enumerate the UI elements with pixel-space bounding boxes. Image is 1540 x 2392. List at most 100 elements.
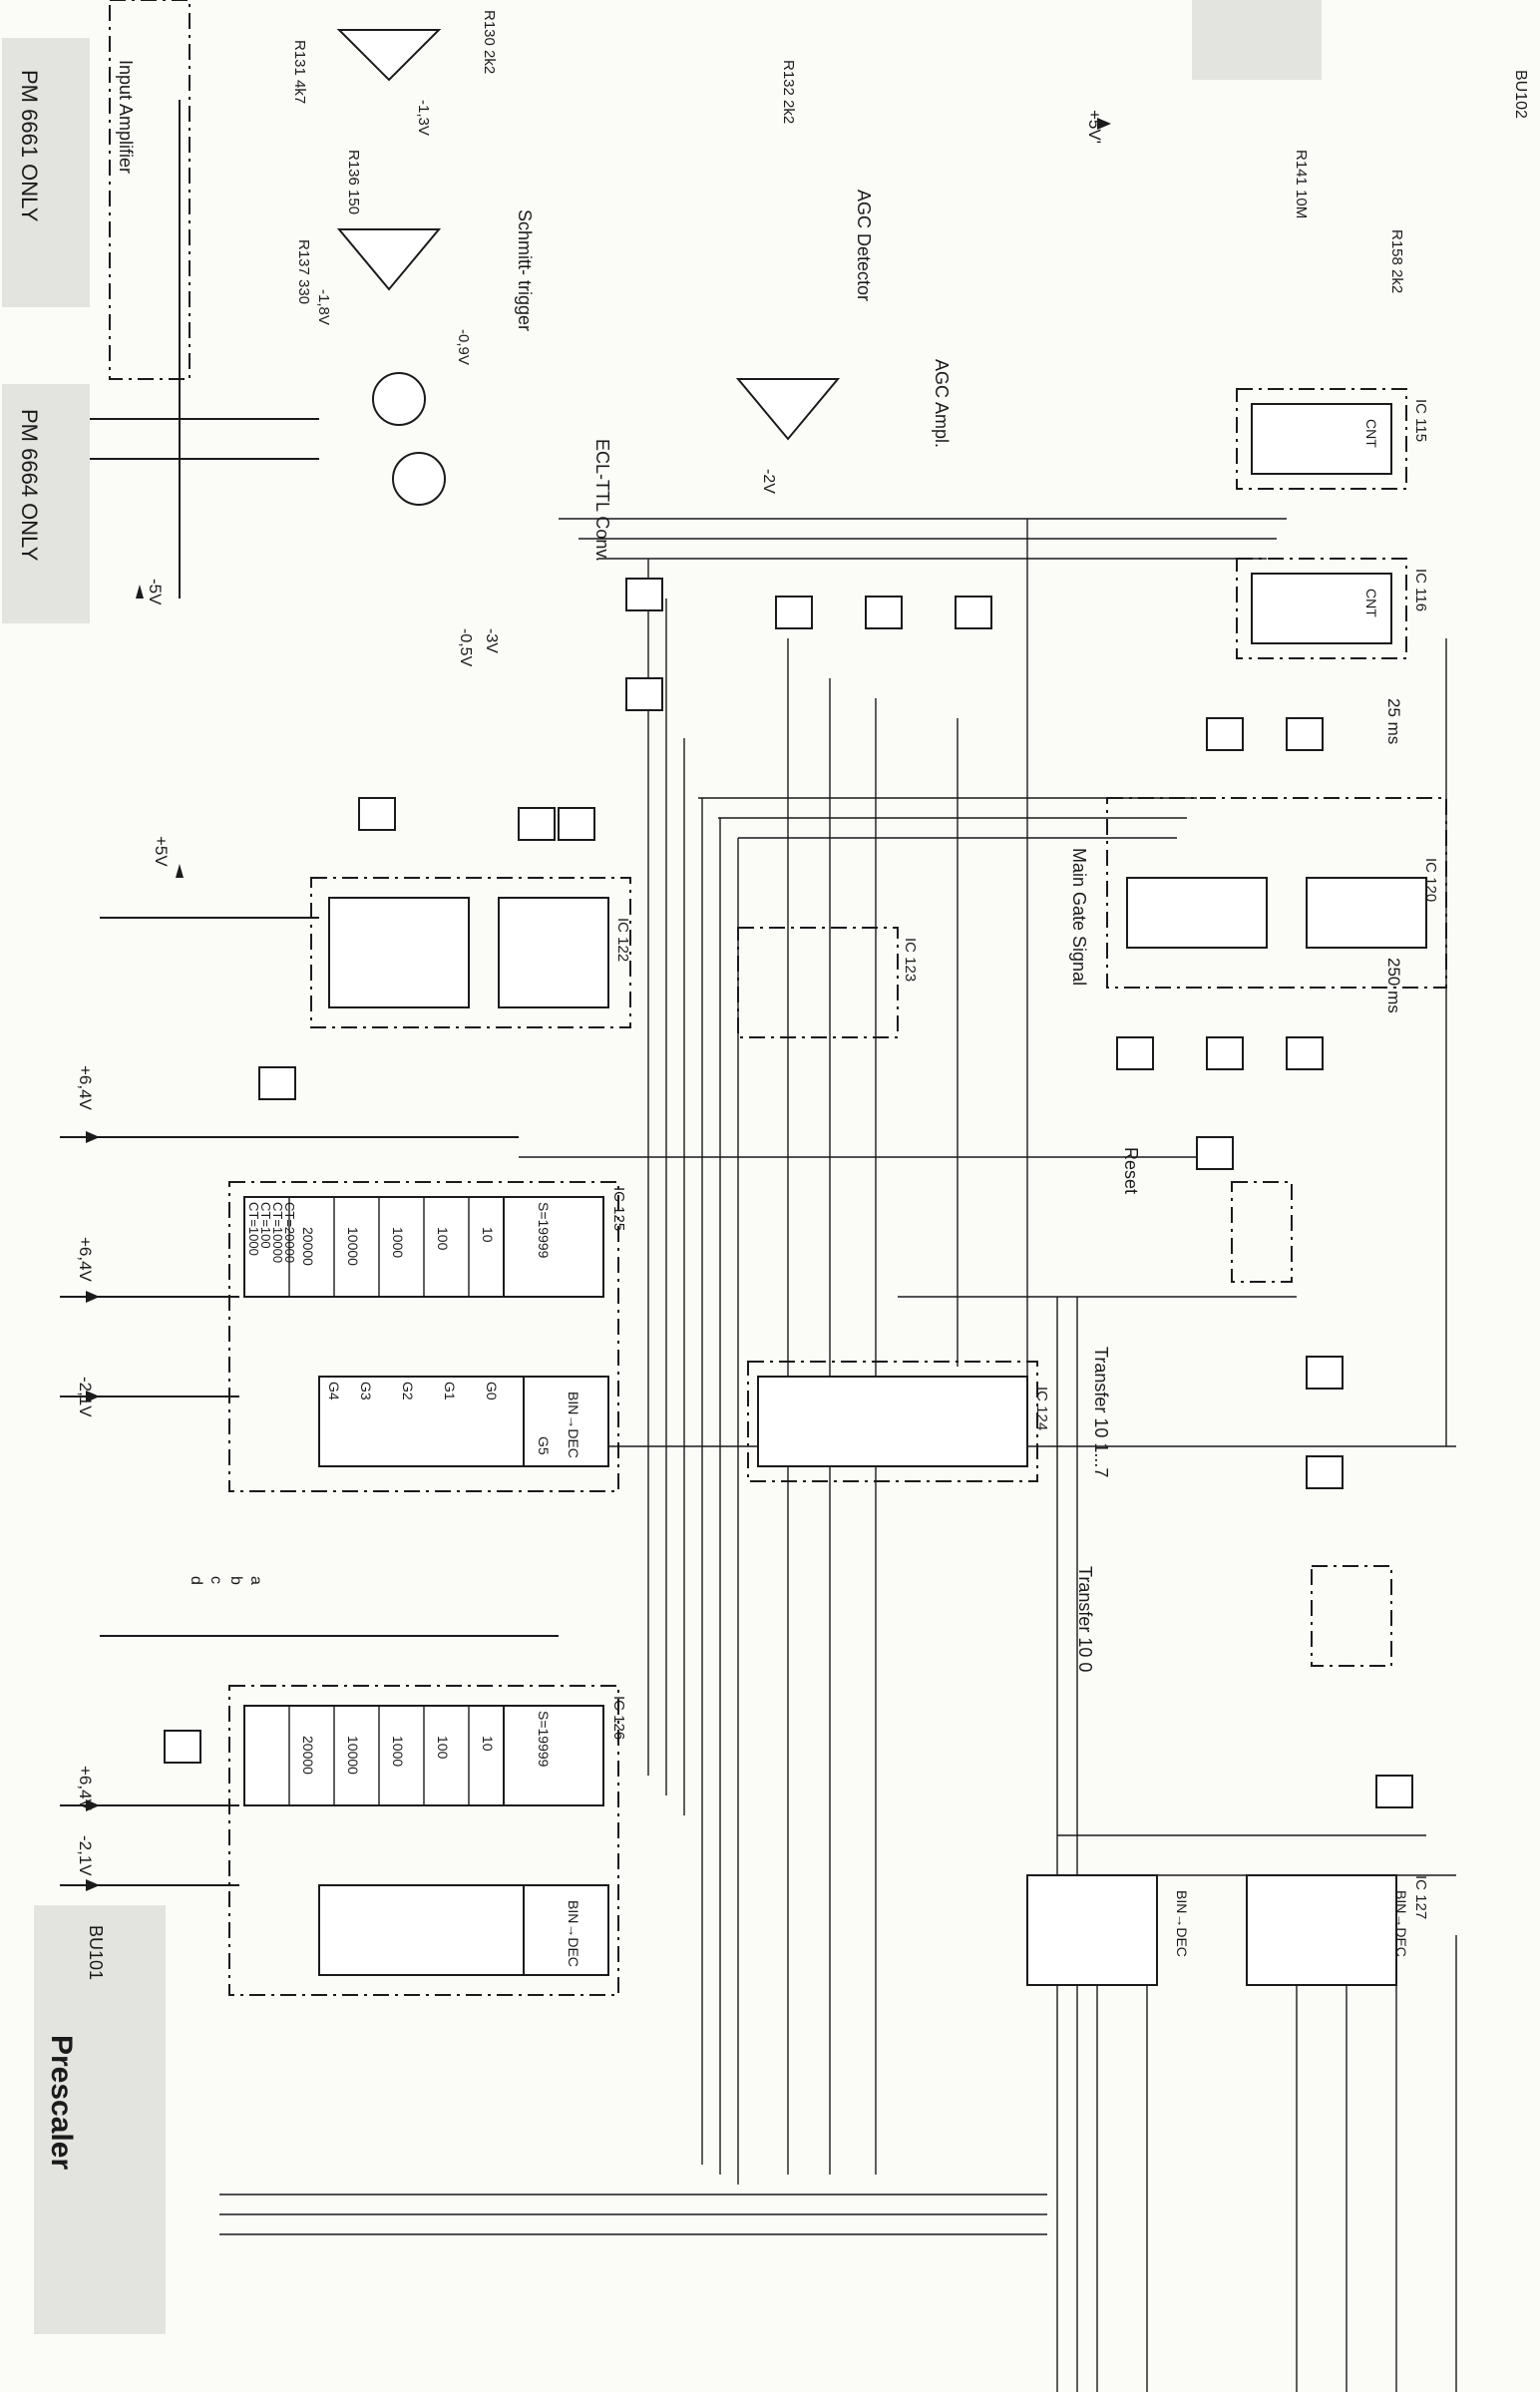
ref-r136: R136 150 xyxy=(345,150,362,214)
decade-20000: 20000 xyxy=(300,1227,316,1266)
bin-dec-4-label: BIN→DEC xyxy=(1174,1890,1190,1957)
decade-100: 100 xyxy=(435,1227,451,1251)
ref-ic124: IC 124 xyxy=(1033,1387,1050,1430)
ref-ic126: IC 126 xyxy=(610,1696,627,1740)
ic125-frame xyxy=(228,1181,619,1492)
decade-10000-b: 10000 xyxy=(345,1736,361,1775)
supply-minus21v-2-label: -2,1V xyxy=(76,1835,95,1876)
pm6661-only-label: PM 6661 ONLY xyxy=(17,70,42,222)
bin-dec-3-label: BIN→DEC xyxy=(1393,1890,1409,1957)
bu102-label: BU102 xyxy=(1512,70,1529,119)
ic120a-block xyxy=(1126,877,1268,949)
ic124-block xyxy=(757,1376,1028,1467)
ecl-ttl-label: ECL-TTL Conv. xyxy=(592,439,612,562)
pm6661-top-band xyxy=(1192,0,1322,80)
ic125-block xyxy=(243,1196,609,1467)
ic126-decades: 10 100 1000 10000 20000 xyxy=(300,1736,496,1775)
ref-r137: R137 330 xyxy=(295,239,312,304)
bus-d: d xyxy=(188,1576,204,1585)
supply-minus5v-label: -5V xyxy=(146,579,165,605)
ct-options: CT=100 CT=1000 CT=10000 CT=20000 xyxy=(246,1202,297,1263)
ref-r130: R130 2k2 xyxy=(481,10,498,74)
transfer-b-label: Transfer 10 0 xyxy=(1075,1566,1095,1672)
decade-100-b: 100 xyxy=(435,1736,451,1760)
cnt-label: CNT xyxy=(1363,419,1379,448)
ic115-frame xyxy=(1236,388,1407,490)
ref-r131: R131 4k7 xyxy=(291,40,308,104)
pm6661-band xyxy=(2,38,90,307)
supply-plus64v-3-label: +6,4V xyxy=(76,1766,95,1811)
ic122-frame xyxy=(310,877,631,1028)
ref-ic122: IC 122 xyxy=(614,918,631,962)
bin-dec-2-label: BIN→DEC xyxy=(566,1900,581,1967)
pm6664-only-label: PM 6664 ONLY xyxy=(17,409,42,562)
gate-boxes xyxy=(164,578,1413,1808)
supply-minus13v-label: -1,3V xyxy=(415,100,432,136)
supply-minus18v-label: -1,8V xyxy=(315,289,332,325)
transfer-a-label: Transfer 10 1...7 xyxy=(1091,1347,1111,1477)
bin-dec-label: BIN→DEC xyxy=(566,1392,581,1458)
ic123-frame xyxy=(737,927,899,1038)
ic116-block xyxy=(1251,573,1392,644)
bu101-label: BU101 xyxy=(86,1925,106,1980)
supply-plus64v-2-label: +6,4V xyxy=(76,1237,95,1283)
decade-10-b: 10 xyxy=(480,1736,496,1752)
supply-plus5v-label: +5V xyxy=(152,836,171,867)
gate-g0: G0 xyxy=(484,1382,500,1400)
ic116-frame xyxy=(1236,558,1407,659)
gate-g3: G3 xyxy=(358,1382,374,1400)
supply-plus64v-label: +6,4V xyxy=(76,1065,95,1111)
pm6664-band xyxy=(2,384,90,623)
ref-ic116: IC 116 xyxy=(1412,569,1429,611)
ic127b-block xyxy=(1246,1874,1397,1986)
ref-ic120: IC 120 xyxy=(1422,858,1439,902)
cnt-2-label: CNT xyxy=(1363,589,1379,617)
counter-s19999-2-label: S=19999 xyxy=(536,1711,552,1768)
prescaler-label: Prescaler xyxy=(45,2035,78,2170)
ic126-frame xyxy=(228,1685,619,1996)
timing-25ms-label: 25 ms xyxy=(1384,698,1403,744)
timing-250ms-label: 250 ms xyxy=(1384,958,1403,1013)
ic122b-block xyxy=(498,897,609,1008)
ref-ic127: IC 127 xyxy=(1412,1875,1429,1919)
agc-detector-label: AGC Detector xyxy=(854,190,874,301)
input-amplifier-label: Input Amplifier xyxy=(116,60,136,174)
ic126-block xyxy=(243,1705,609,1976)
bus-c: c xyxy=(207,1576,224,1584)
supply-minus05v-label: -0,5V xyxy=(457,628,474,667)
bus-b: b xyxy=(227,1576,244,1585)
counter-s19999-label: S=19999 xyxy=(536,1202,552,1259)
ic127a-block xyxy=(1026,1874,1158,1986)
ct-20000: CT=20000 xyxy=(282,1202,297,1263)
ref-r141: R141 10M xyxy=(1293,150,1310,218)
gate-g4: G4 xyxy=(326,1382,342,1400)
schmitt-trigger-label: Schmitt- trigger xyxy=(515,209,535,331)
agc-ampl-label: AGC Ampl. xyxy=(932,359,952,448)
supply-plus5v-prime-label: +5V' xyxy=(1085,110,1104,144)
gate-g5: G5 xyxy=(536,1436,552,1455)
bus-letters: a b c d xyxy=(188,1576,264,1585)
ic125-decades: 10 100 1000 10000 20000 xyxy=(300,1227,496,1266)
ref-ic125: IC 125 xyxy=(610,1187,627,1231)
decade-10: 10 xyxy=(480,1227,496,1243)
prescaler-band xyxy=(34,1905,166,2334)
gate-g1: G1 xyxy=(442,1382,458,1400)
supply-minus3v-label: -3V xyxy=(483,628,500,653)
ref-ic123: IC 123 xyxy=(902,938,919,982)
main-gate-label: Main Gate Signal xyxy=(1069,848,1089,986)
opamp-triangles xyxy=(336,29,841,441)
gate-labels: G0 G1 G2 G3 G4 G5 xyxy=(326,1382,552,1455)
gate-g2: G2 xyxy=(400,1382,416,1400)
supply-minus2v-label: -2V xyxy=(760,469,777,494)
ic124-frame xyxy=(747,1361,1038,1482)
ic123c-frame xyxy=(1311,1565,1392,1667)
decade-1000: 1000 xyxy=(390,1227,406,1258)
ic122a-block xyxy=(328,897,470,1008)
supply-minus09v-label: -0,9V xyxy=(455,329,472,365)
ref-r158: R158 2k2 xyxy=(1388,229,1405,293)
ts105-symbol xyxy=(392,452,446,506)
ref-ic115: IC 115 xyxy=(1412,399,1429,442)
ct-100: CT=100 xyxy=(258,1202,273,1249)
